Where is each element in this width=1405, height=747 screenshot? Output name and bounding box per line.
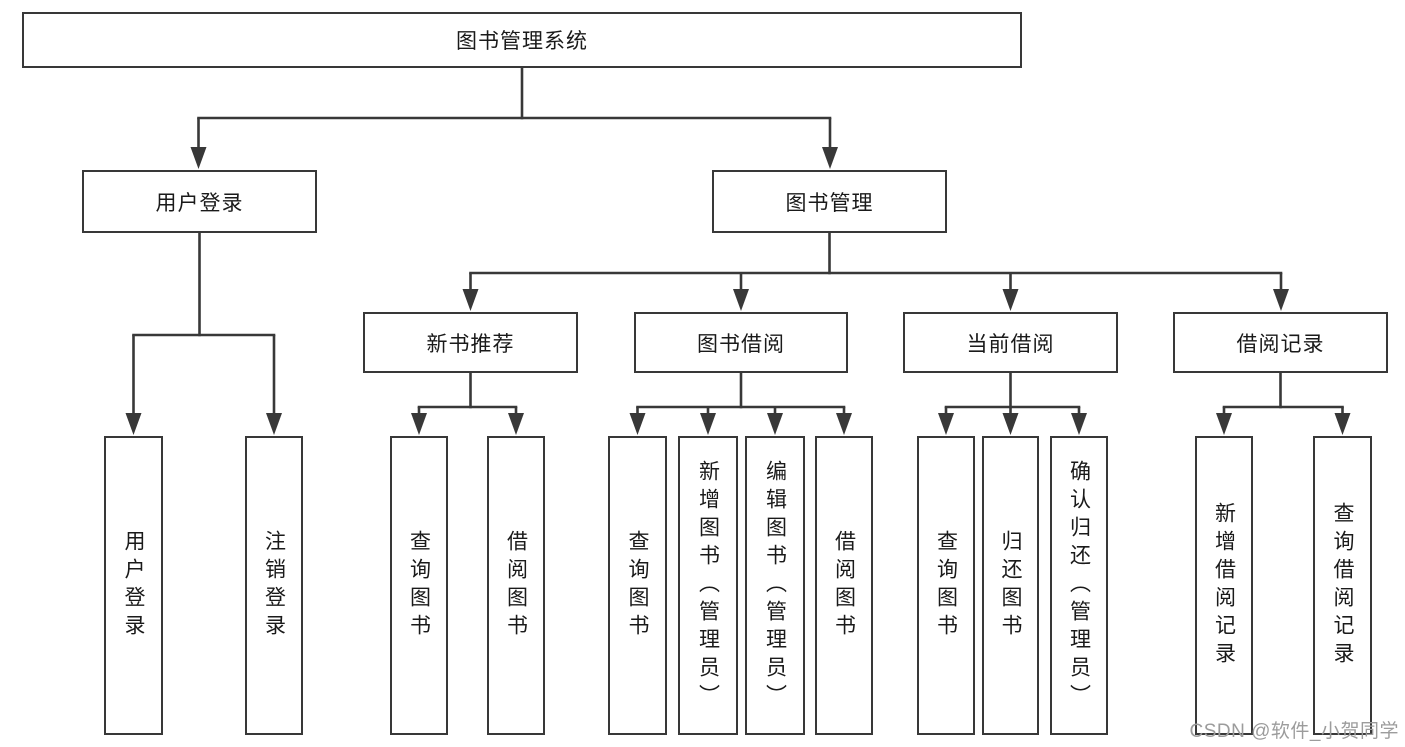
leaf-query-borrow-record: 查询借阅记录 [1313,436,1372,735]
node-user-login-label: 用户登录 [155,191,244,215]
connector-root-to-level2 [190,67,838,169]
node-root: 图书管理系统 [22,12,1022,68]
leaf-user-login: 用户登录 [104,436,163,735]
leaf-return-book: 归还图书 [982,436,1039,735]
leaf-borrow-book-newbook-label: 借阅图书 [504,529,528,642]
leaf-add-borrow-record-label: 新增借阅记录 [1212,501,1236,670]
leaf-query-book-current-label: 查询图书 [934,529,958,642]
connector-book-mgmt-to-level3 [462,233,1289,311]
node-new-book-recommend-label: 新书推荐 [426,332,515,356]
leaf-logout-login: 注销登录 [245,436,303,735]
node-current-borrow-label: 当前借阅 [966,332,1055,356]
leaf-add-book-admin-label: 新增图书（管理员） [696,459,720,712]
node-book-borrow: 图书借阅 [634,312,848,373]
connector-borrow-record-to-leaves [1216,373,1351,435]
leaf-add-book-admin: 新增图书（管理员） [678,436,738,735]
connector-user-login-to-leaves [125,233,282,435]
leaf-edit-book-admin-label: 编辑图书（管理员） [763,459,787,712]
leaf-query-book-newbook: 查询图书 [390,436,448,735]
node-new-book-recommend: 新书推荐 [363,312,578,373]
node-book-mgmt: 图书管理 [712,170,947,233]
leaf-borrow-book: 借阅图书 [815,436,873,735]
connector-current-borrow-to-leaves [938,373,1087,435]
leaf-query-book-newbook-label: 查询图书 [407,529,431,642]
connector-new-book-to-leaves [411,373,524,435]
leaf-confirm-return-admin-label: 确认归还（管理员） [1067,459,1091,712]
connector-book-borrow-to-leaves [629,373,852,435]
leaf-borrow-book-label: 借阅图书 [832,529,856,642]
node-user-login: 用户登录 [82,170,317,233]
leaf-query-book-borrow: 查询图书 [608,436,667,735]
leaf-query-borrow-record-label: 查询借阅记录 [1331,501,1354,670]
csdn-watermark: CSDN @软件_小贺同学 [1189,721,1399,742]
leaf-add-borrow-record: 新增借阅记录 [1195,436,1253,735]
leaf-borrow-book-newbook: 借阅图书 [487,436,545,735]
node-borrow-record: 借阅记录 [1173,312,1388,373]
node-book-borrow-label: 图书借阅 [697,332,785,356]
leaf-query-book-current: 查询图书 [917,436,975,735]
node-book-mgmt-label: 图书管理 [785,191,874,215]
leaf-user-login-label: 用户登录 [122,529,145,642]
leaf-query-book-borrow-label: 查询图书 [626,529,649,642]
node-root-label: 图书管理系统 [456,30,588,53]
leaf-logout-login-label: 注销登录 [262,529,286,642]
leaf-edit-book-admin: 编辑图书（管理员） [745,436,805,735]
node-current-borrow: 当前借阅 [903,312,1118,373]
leaf-confirm-return-admin: 确认归还（管理员） [1050,436,1108,735]
leaf-return-book-label: 归还图书 [999,529,1022,642]
node-borrow-record-label: 借阅记录 [1236,332,1325,356]
